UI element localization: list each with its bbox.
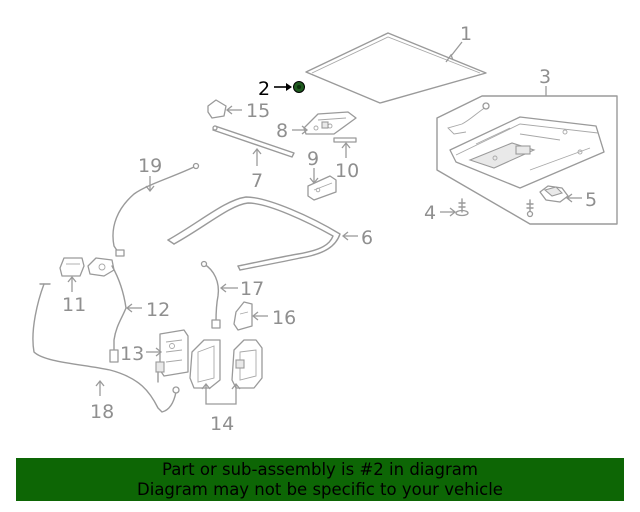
part-4-push-pin[interactable] [455, 198, 469, 217]
part-18-release-cable[interactable] [32, 283, 180, 413]
banner-line-part: Part or sub-assembly is #2 in diagram [162, 460, 478, 479]
svg-text:10: 10 [335, 160, 359, 182]
callout-8: 8 [276, 120, 309, 142]
svg-text:9: 9 [307, 148, 319, 170]
svg-text:7: 7 [251, 170, 263, 192]
svg-text:8: 8 [276, 120, 288, 142]
callout-4: 4 [424, 202, 457, 224]
part-16-catch[interactable] [233, 301, 253, 331]
callout-12: 12 [125, 299, 170, 321]
callout-13: 13 [120, 343, 163, 365]
svg-text:3: 3 [539, 66, 551, 88]
callout-17: 17 [219, 278, 264, 300]
callout-3: 3 [539, 66, 551, 96]
callout-16: 16 [251, 307, 296, 329]
svg-text:16: 16 [272, 307, 296, 329]
part-9-latch-bracket[interactable] [307, 175, 337, 201]
callout-7: 7 [251, 147, 263, 192]
callout-14: 14 [201, 382, 241, 435]
info-banner: Part or sub-assembly is #2 in diagram Di… [16, 458, 624, 501]
part-13-hood-latch[interactable] [155, 329, 189, 383]
svg-text:5: 5 [585, 189, 597, 211]
svg-text:14: 14 [210, 413, 234, 435]
svg-text:13: 13 [120, 343, 144, 365]
part-11-clip[interactable] [59, 257, 85, 277]
part-1-hood-panel[interactable] [305, 32, 487, 104]
part-7-seal-strip[interactable] [212, 125, 295, 158]
callout-2: 2 [258, 78, 292, 100]
svg-text:1: 1 [460, 23, 472, 45]
callout-6: 6 [341, 227, 373, 249]
callout-10: 10 [335, 141, 359, 182]
svg-text:11: 11 [62, 294, 86, 316]
part-5-bumper[interactable] [526, 185, 569, 218]
banner-line-disclaimer: Diagram may not be specific to your vehi… [137, 480, 503, 499]
callout-9: 9 [307, 148, 319, 185]
part-3-insulator-box[interactable] [436, 95, 618, 225]
part-17-cable[interactable] [200, 260, 221, 329]
callout-1: 1 [445, 23, 472, 63]
part-2-clip[interactable] [293, 81, 305, 93]
svg-text:15: 15 [246, 100, 270, 122]
part-15-bracket[interactable] [207, 99, 227, 119]
part-10-rod[interactable] [333, 137, 357, 143]
svg-text:2: 2 [258, 78, 270, 100]
part-8-bracket[interactable] [303, 111, 357, 135]
svg-text:4: 4 [424, 202, 436, 224]
callout-18: 18 [90, 379, 114, 423]
svg-text:17: 17 [240, 278, 264, 300]
callout-11: 11 [62, 275, 86, 316]
svg-text:6: 6 [361, 227, 373, 249]
svg-text:18: 18 [90, 401, 114, 423]
callout-19: 19 [138, 155, 162, 193]
part-19-cable[interactable] [112, 162, 200, 257]
callout-15: 15 [225, 100, 270, 122]
part-6-hood-seal[interactable] [167, 196, 341, 271]
svg-text:19: 19 [138, 155, 162, 177]
svg-text:12: 12 [146, 299, 170, 321]
callout-5: 5 [565, 189, 597, 211]
part-14-latch-assembly[interactable] [189, 339, 263, 389]
